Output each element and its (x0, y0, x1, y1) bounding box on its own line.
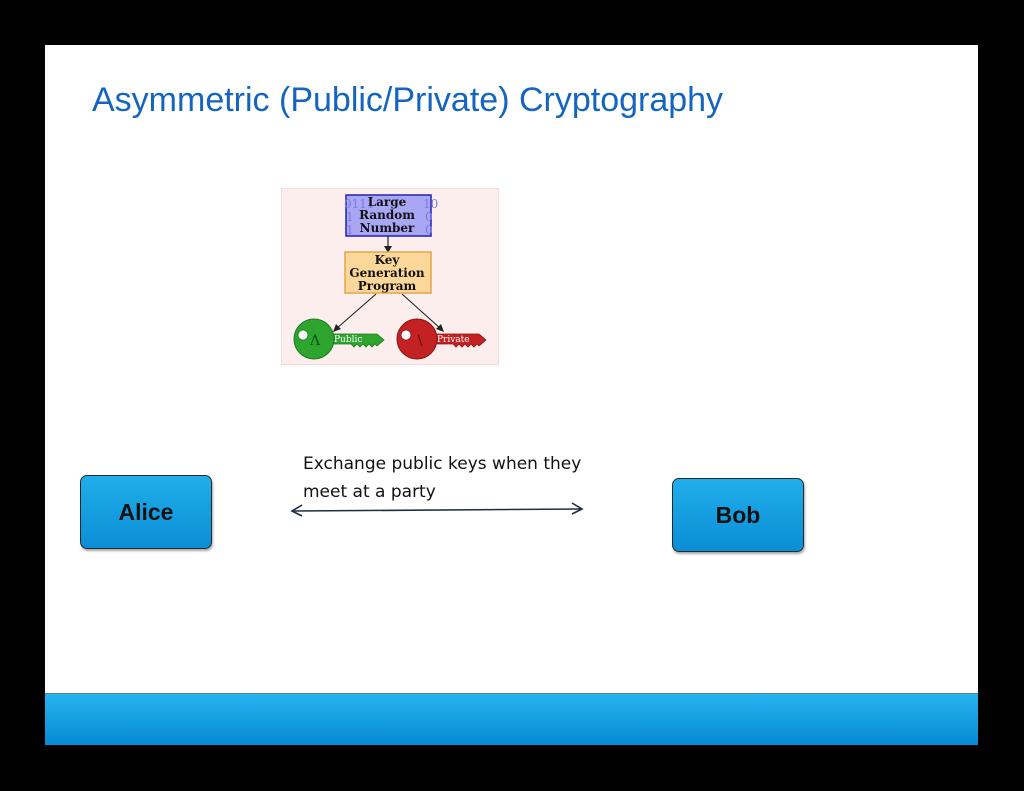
binary-digits: 0 (425, 223, 433, 237)
alice-label: Alice (118, 498, 174, 525)
program-label-line: Key (375, 253, 401, 267)
slide: Asymmetric (Public/Private) Cryptography… (45, 45, 978, 745)
key-generation-program-box (344, 251, 432, 294)
private-key-label: Private (437, 335, 470, 345)
footer-bar (45, 693, 978, 745)
binary-digits: 0111 (344, 197, 375, 211)
bob-node: Bob (672, 478, 804, 552)
random-number-box (345, 194, 432, 237)
random-number-label-line: Random (359, 208, 415, 222)
alice-node: Alice (80, 475, 212, 549)
program-label-line: Generation (349, 266, 424, 280)
binary-digits: 10 (423, 197, 438, 211)
private-key-letter: \ (418, 333, 423, 349)
arrowhead (436, 324, 444, 332)
arrowhead-left (290, 504, 303, 517)
exchange-text: Exchange public keys when they meet at a… (303, 450, 643, 506)
binary-digits: 1 (346, 223, 354, 237)
binary-digits: 0 (425, 210, 433, 224)
random-number-label-line: Large (368, 195, 407, 209)
arrowhead (333, 324, 341, 332)
exchange-text-line: Exchange public keys when they (303, 454, 582, 474)
private-key-icon: \ Private (396, 318, 487, 360)
binary-digits: 1 (346, 210, 354, 224)
exchange-arrow (290, 502, 584, 517)
public-key-label: Public (334, 335, 362, 345)
key-generation-diagram: 0111 10 1 0 1 0 Large Random Number Key … (281, 188, 499, 365)
public-key-letter: Λ (309, 333, 321, 349)
public-key-icon: Λ Public (293, 318, 385, 360)
arrow-program-to-public-key (335, 293, 377, 330)
bob-label: Bob (715, 501, 761, 528)
program-label-line: Program (358, 279, 417, 293)
arrowhead (384, 246, 392, 253)
arrowhead-right (571, 502, 584, 515)
exchange-text-line: meet at a party (303, 482, 436, 502)
arrow-program-to-private-key (401, 293, 442, 330)
random-number-label-line: Number (360, 221, 415, 235)
slide-title: Asymmetric (Public/Private) Cryptography (92, 81, 724, 119)
